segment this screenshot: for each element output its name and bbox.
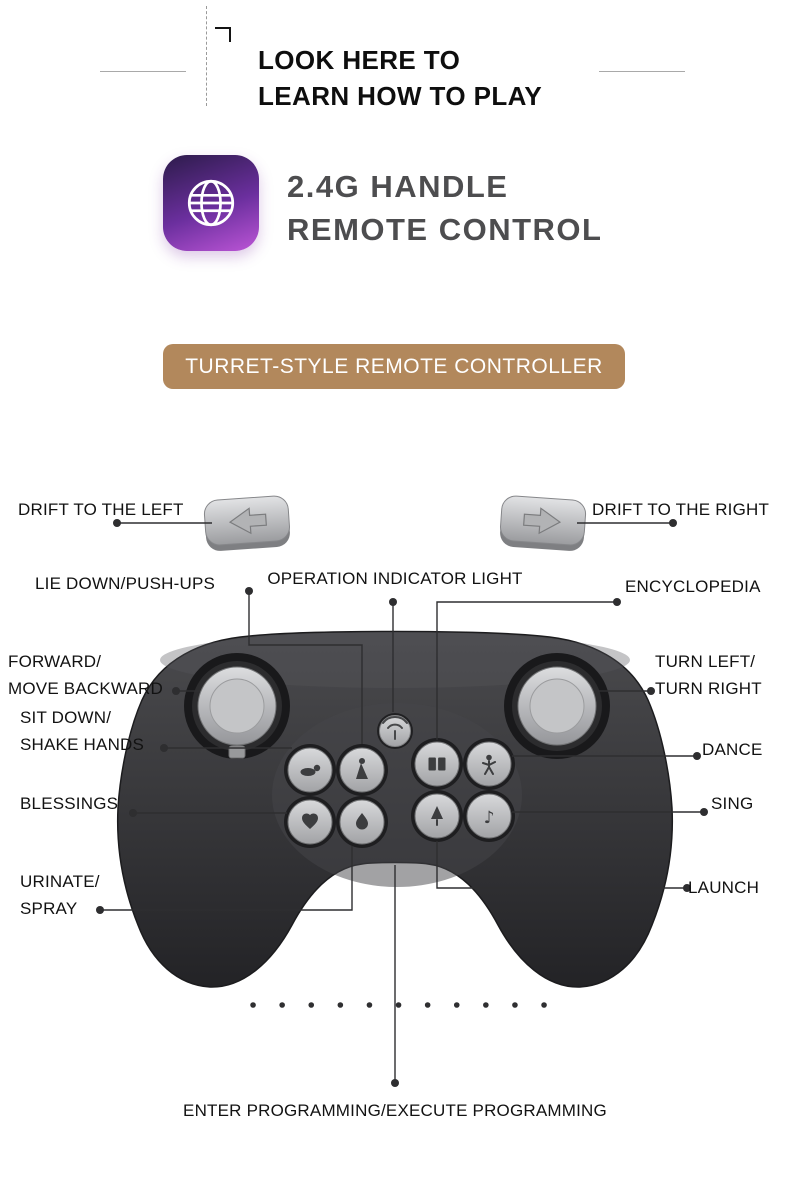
arrow-left-icon [228,507,267,535]
dance-figure-icon [482,754,496,775]
leader-programming [391,865,399,1087]
leader-lines [96,519,708,1087]
callout-forward: FORWARD/ MOVE BACKWARD [8,652,163,698]
button-encyclopedia [411,738,463,790]
dog-lie-icon [300,764,321,776]
indicator-button [377,713,413,749]
callout-launch: LAUNCH [688,878,760,897]
leader-turn [598,687,655,695]
leader-encyclopedia [436,598,621,740]
callout-turn: TURN LEFT/ TURN RIGHT [655,652,762,698]
callout-sit-shake: SIT DOWN/ SHAKE HANDS [20,708,145,754]
leader-sit [160,744,292,752]
callout-encyclopedia: ENCYCLOPEDIA [625,577,761,596]
shoulder-button-left [203,495,290,551]
callout-lie-down: LIE DOWN/PUSH-UPS [35,574,216,593]
button-dance [463,738,515,790]
right-stick [504,653,610,759]
leader-blessings [129,809,287,817]
button-lie-down [284,744,336,796]
signal-icon [382,716,408,740]
button-sing: ♪ [463,790,515,842]
callout-indicator-light: OPERATION INDICATOR LIGHT [267,569,523,588]
divider-right [599,71,685,72]
button-launch [411,790,463,842]
heart-icon [302,813,318,829]
callout-dance: DANCE [702,740,763,759]
divider-left [100,71,186,72]
leader-sing [512,808,708,816]
callout-programming: ENTER PROGRAMMING/EXECUTE PROGRAMMING [183,1101,607,1120]
product-title-line2: REMOTE CONTROL [287,212,603,247]
left-stick [184,653,290,759]
leader-drift-left [113,519,212,527]
remote-app-icon [163,155,259,251]
leader-urinate [96,846,353,914]
product-title-line1: 2.4G HANDLE [287,169,509,204]
leader-dance [512,752,701,760]
corner-bracket-mark [215,27,231,42]
callout-drift-right: DRIFT TO THE RIGHT [592,500,770,519]
product-title: 2.4G HANDLE REMOTE CONTROL [287,165,603,251]
callout-blessings: BLESSINGS [20,794,119,813]
shoulder-button-right [500,495,587,551]
callout-sing: SING [711,794,754,813]
button-sit-down [336,744,388,796]
button-blessings [284,796,336,848]
page-title-line1: LOOK HERE TO [258,45,461,75]
book-icon [428,757,446,771]
button-urinate [336,796,388,848]
left-button-cluster [284,744,388,848]
leader-indicator [389,598,397,712]
arrow-right-icon [523,507,562,535]
leader-launch [436,841,691,892]
droplet-icon [356,813,368,830]
section-banner: TURRET-STYLE REMOTE CONTROLLER [163,344,625,389]
dashed-guide-line [206,6,207,106]
launch-rocket-icon [431,806,443,826]
globe-icon [187,179,235,227]
music-note-icon: ♪ [484,808,495,828]
right-button-cluster: ♪ [411,738,515,842]
leader-lie-down [245,587,363,744]
leader-drift-right [577,519,677,527]
page-title-line2: LEARN HOW TO PLAY [258,81,543,111]
dog-sit-icon [356,758,368,779]
callout-urinate: URINATE/ SPRAY [20,872,100,918]
page-title: LOOK HERE TO LEARN HOW TO PLAY [258,42,542,114]
leader-forward [172,687,200,695]
callout-drift-left: DRIFT TO THE LEFT [18,500,184,519]
